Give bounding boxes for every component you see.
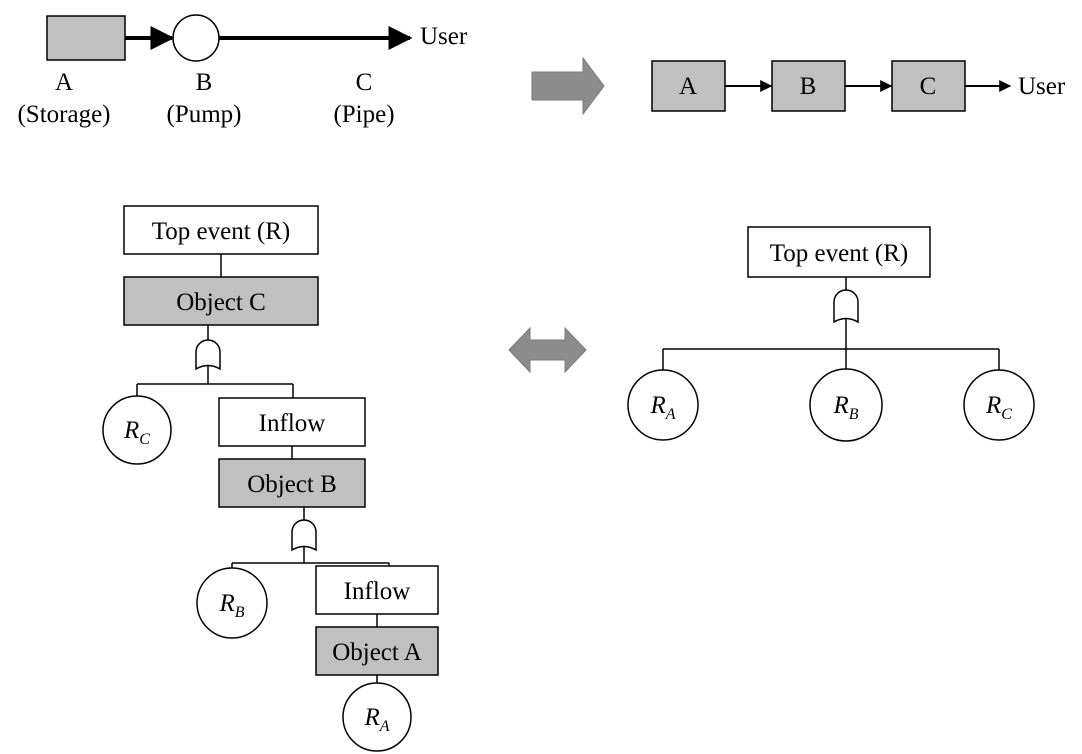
physical-system: User A (Storage) B (Pump) C (Pipe) — [17, 14, 468, 128]
block-b-label: B — [800, 73, 817, 100]
simple-rc-label: RC — [985, 392, 1012, 423]
block-user-label: User — [1018, 73, 1066, 100]
simple-event-ra — [627, 369, 699, 441]
block-a-label: A — [679, 73, 697, 100]
basic-event-rc — [102, 395, 172, 465]
simple-top-event-label: Top event (R) — [770, 240, 909, 267]
rc-label: RC — [123, 417, 150, 448]
simple-rb-label: RB — [832, 392, 858, 423]
ra-label: RA — [363, 704, 389, 735]
physical-user-label: User — [420, 23, 468, 50]
block-flow: A B C User — [651, 60, 1066, 112]
component-c-role: (Pipe) — [333, 101, 394, 128]
object-a-box — [315, 626, 439, 676]
top-event-box — [123, 205, 319, 255]
block-b — [771, 60, 846, 112]
component-a-letter: A — [55, 69, 73, 96]
object-a-label: Object A — [332, 639, 422, 666]
inflow-box-2 — [315, 565, 439, 615]
basic-event-rb — [196, 567, 268, 639]
component-a-role: (Storage) — [17, 101, 110, 128]
object-b-box — [218, 458, 366, 508]
object-c-box — [123, 276, 319, 326]
basic-event-ra — [342, 682, 412, 752]
fault-tree-detailed: Top event (R) Object C RC Inflow Object … — [102, 205, 439, 752]
simple-event-rc — [963, 369, 1035, 441]
component-c-letter: C — [356, 69, 373, 96]
component-b-letter: B — [196, 69, 213, 96]
block-c — [891, 60, 966, 112]
simple-ra-label: RA — [649, 392, 675, 423]
inflow-label-2: Inflow — [344, 578, 411, 605]
inflow-box-1 — [218, 397, 366, 447]
component-b-role: (Pump) — [167, 101, 242, 128]
block-c-label: C — [920, 73, 937, 100]
or-gate-icon — [195, 339, 221, 371]
double-headed-arrow-icon — [508, 326, 587, 374]
object-c-label: Object C — [176, 289, 266, 316]
storage-block — [46, 15, 126, 61]
top-event-label: Top event (R) — [152, 218, 291, 245]
or-gate-icon — [291, 519, 317, 552]
simple-event-rb — [809, 368, 883, 442]
or-gate-icon — [833, 289, 859, 324]
object-b-label: Object B — [247, 471, 337, 498]
inflow-label-1: Inflow — [259, 410, 326, 437]
simple-top-event-box — [747, 226, 931, 278]
rb-label: RB — [218, 590, 244, 621]
pump-circle — [172, 14, 220, 62]
block-arrow-right-icon — [531, 56, 605, 116]
fault-tree-simple: Top event (R) RA RB RC — [627, 226, 1035, 442]
